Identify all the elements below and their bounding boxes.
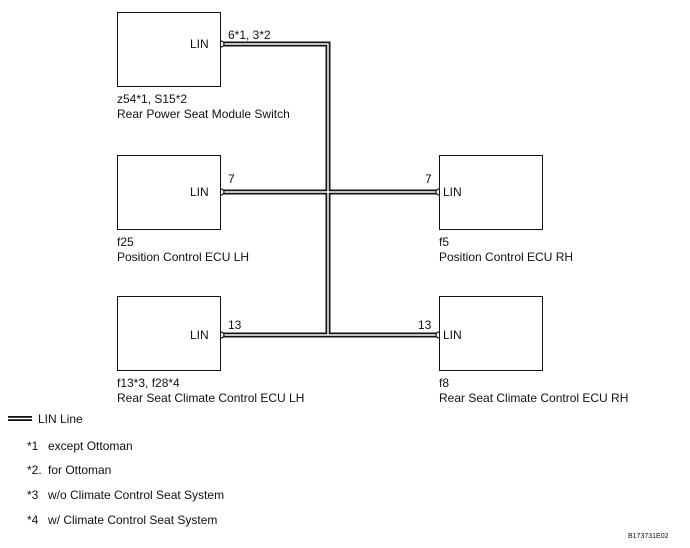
clim-lh-name: Rear Seat Climate Control ECU LH: [117, 391, 305, 405]
figure-code: B173731E02: [628, 533, 669, 540]
clim-lh-box: [117, 296, 221, 371]
pos-lh-code: f25: [117, 235, 134, 249]
clim-lh-pin-label: LIN: [190, 328, 209, 342]
note-text-2: for Ottoman: [48, 463, 112, 477]
clim-rh-code: f8: [439, 376, 450, 390]
note-text-4: w/ Climate Control Seat System: [48, 513, 218, 527]
note-mark-4: *4: [27, 513, 39, 527]
note-mark-2: *2.: [27, 463, 42, 477]
clim-rh-pin-number: 13: [418, 318, 432, 332]
module-switch-pin-label: LIN: [190, 37, 209, 51]
lin-bus-lines: [223, 41, 437, 338]
note-text-3: w/o Climate Control Seat System: [48, 488, 225, 502]
note-mark-3: *3: [27, 488, 39, 502]
lin-line-legend-swatch: [8, 416, 32, 421]
module-switch-pin-number: 6*1, 3*2: [228, 28, 271, 42]
clim-lh-code: f13*3, f28*4: [117, 376, 180, 390]
pos-lh-name: Position Control ECU LH: [117, 250, 250, 264]
module-switch-box: [117, 12, 221, 87]
lin-line-legend-label: LIN Line: [38, 412, 83, 426]
clim-rh-name: Rear Seat Climate Control ECU RH: [439, 391, 629, 405]
note-text-1: except Ottoman: [48, 439, 133, 453]
clim-rh-box: [439, 296, 543, 371]
pos-rh-pin-label: LIN: [443, 185, 462, 199]
module-switch-code: z54*1, S15*2: [117, 92, 188, 106]
pos-rh-pin-number: 7: [425, 172, 432, 186]
pos-lh-box: [117, 155, 221, 230]
note-mark-1: *1: [27, 439, 39, 453]
pos-lh-pin-label: LIN: [190, 185, 209, 199]
clim-rh-pin-label: LIN: [443, 328, 462, 342]
pos-lh-pin-number: 7: [228, 172, 235, 186]
pos-rh-name: Position Control ECU RH: [439, 250, 574, 264]
module-switch-name: Rear Power Seat Module Switch: [117, 107, 290, 121]
pos-rh-box: [439, 155, 543, 230]
clim-lh-pin-number: 13: [228, 318, 242, 332]
pos-rh-code: f5: [439, 235, 450, 249]
